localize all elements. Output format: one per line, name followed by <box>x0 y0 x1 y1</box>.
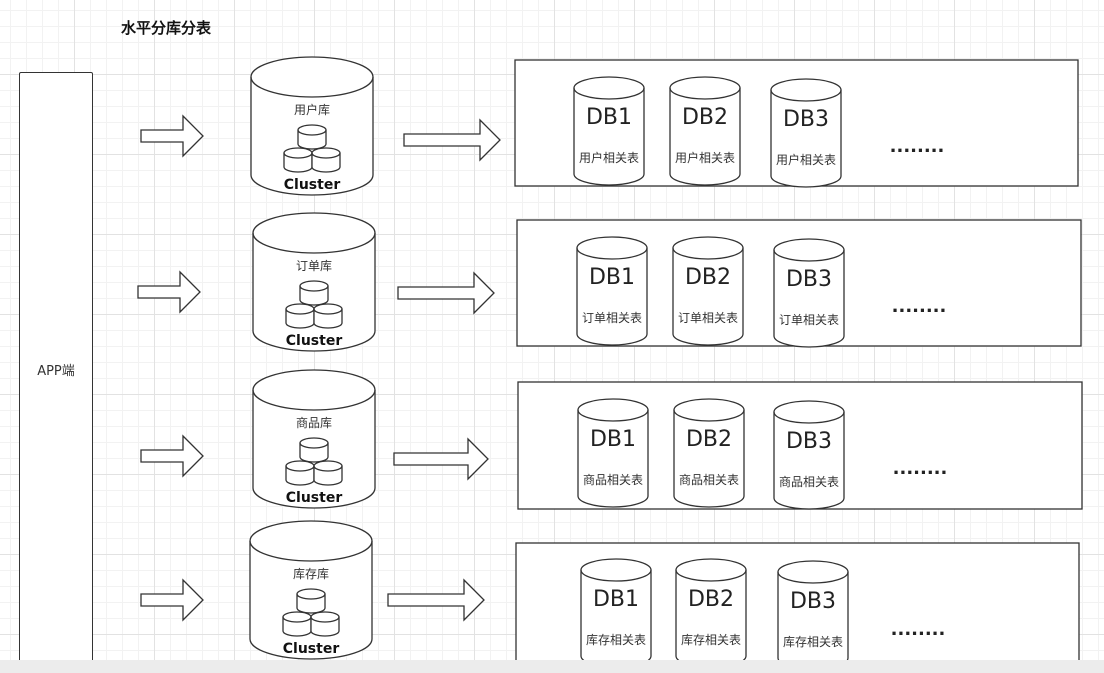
shard-db-2-2: DB2 订单相关表 <box>672 236 744 346</box>
shard-db-name: DB2 <box>682 105 728 130</box>
shard-table-label: 用户相关表 <box>579 150 639 165</box>
more-shards-ellipsis: ........ <box>893 458 948 479</box>
cluster-label: Cluster <box>283 641 340 657</box>
cluster-label: Cluster <box>286 333 343 349</box>
more-shards-ellipsis: ........ <box>890 136 945 157</box>
shard-db-name: DB2 <box>688 587 734 612</box>
shard-db-3-1: DB1 商品相关表 <box>577 398 649 508</box>
arrow-to-shards-2 <box>397 271 495 315</box>
shard-db-2-1: DB1 订单相关表 <box>576 236 648 346</box>
arrow-to-shards-4 <box>387 578 485 622</box>
cluster-db-label: 订单库 <box>296 258 332 273</box>
cluster-icon <box>283 124 341 173</box>
app-client-label: APP端 <box>37 364 75 379</box>
shard-db-3-2: DB2 商品相关表 <box>673 398 745 508</box>
shard-table-label: 商品相关表 <box>779 474 839 489</box>
shard-db-name: DB3 <box>790 589 836 614</box>
arrow-to-shards-3 <box>393 437 489 481</box>
shard-db-2-3: DB3 订单相关表 <box>773 238 845 348</box>
cluster-db-label: 库存库 <box>293 566 329 581</box>
shard-table-label: 商品相关表 <box>583 472 643 487</box>
bottom-scroll-strip <box>0 660 1104 673</box>
cluster-db-4: 库存库 Cluster <box>249 520 373 660</box>
arrow-to-cluster-3 <box>140 434 204 478</box>
cluster-db-label: 商品库 <box>296 415 332 430</box>
shard-table-label: 订单相关表 <box>779 313 839 327</box>
shard-db-1-2: DB2 用户相关表 <box>669 76 741 186</box>
cluster-db-label: 用户库 <box>294 102 330 117</box>
cluster-label: Cluster <box>286 490 343 506</box>
cluster-icon <box>285 437 343 486</box>
cluster-db-3: 商品库 Cluster <box>252 369 376 509</box>
shard-db-4-2: DB2 库存相关表 <box>675 558 747 668</box>
shard-db-name: DB3 <box>786 429 832 454</box>
cluster-icon <box>285 280 343 329</box>
shard-db-name: DB2 <box>686 427 732 452</box>
shard-db-1-3: DB3 用户相关表 <box>770 78 842 188</box>
more-shards-ellipsis: ........ <box>891 619 946 640</box>
shard-table-label: 库存相关表 <box>586 632 646 647</box>
shard-db-3-3: DB3 商品相关表 <box>773 400 845 510</box>
shard-db-name: DB1 <box>589 265 635 290</box>
shard-table-label: 用户相关表 <box>675 150 735 165</box>
shard-db-name: DB1 <box>586 105 632 130</box>
diagram-title: 水平分库分表 <box>121 19 212 37</box>
cluster-db-1: 用户库 Cluster <box>250 56 374 196</box>
shard-db-name: DB2 <box>685 265 731 290</box>
more-shards-ellipsis: ........ <box>892 296 947 317</box>
shard-db-4-1: DB1 库存相关表 <box>580 558 652 668</box>
app-client-box: APP端 <box>19 72 93 667</box>
shard-db-name: DB1 <box>593 587 639 612</box>
cluster-label: Cluster <box>284 177 341 193</box>
shard-table-label: 订单相关表 <box>582 311 642 325</box>
shard-table-label: 订单相关表 <box>678 311 738 325</box>
shard-db-4-3: DB3 库存相关表 <box>777 560 849 670</box>
arrow-to-cluster-1 <box>140 114 204 158</box>
shard-db-name: DB3 <box>783 107 829 132</box>
shard-table-label: 用户相关表 <box>776 152 836 167</box>
shard-db-1-1: DB1 用户相关表 <box>573 76 645 186</box>
shard-table-label: 商品相关表 <box>679 472 739 487</box>
cluster-db-2: 订单库 Cluster <box>252 212 376 352</box>
shard-db-name: DB1 <box>590 427 636 452</box>
shard-db-name: DB3 <box>786 267 832 292</box>
shard-table-label: 库存相关表 <box>783 634 843 649</box>
arrow-to-shards-1 <box>403 118 501 162</box>
arrow-to-cluster-2 <box>137 270 201 314</box>
arrow-to-cluster-4 <box>140 578 204 622</box>
cluster-icon <box>282 588 340 637</box>
shard-table-label: 库存相关表 <box>681 632 741 647</box>
